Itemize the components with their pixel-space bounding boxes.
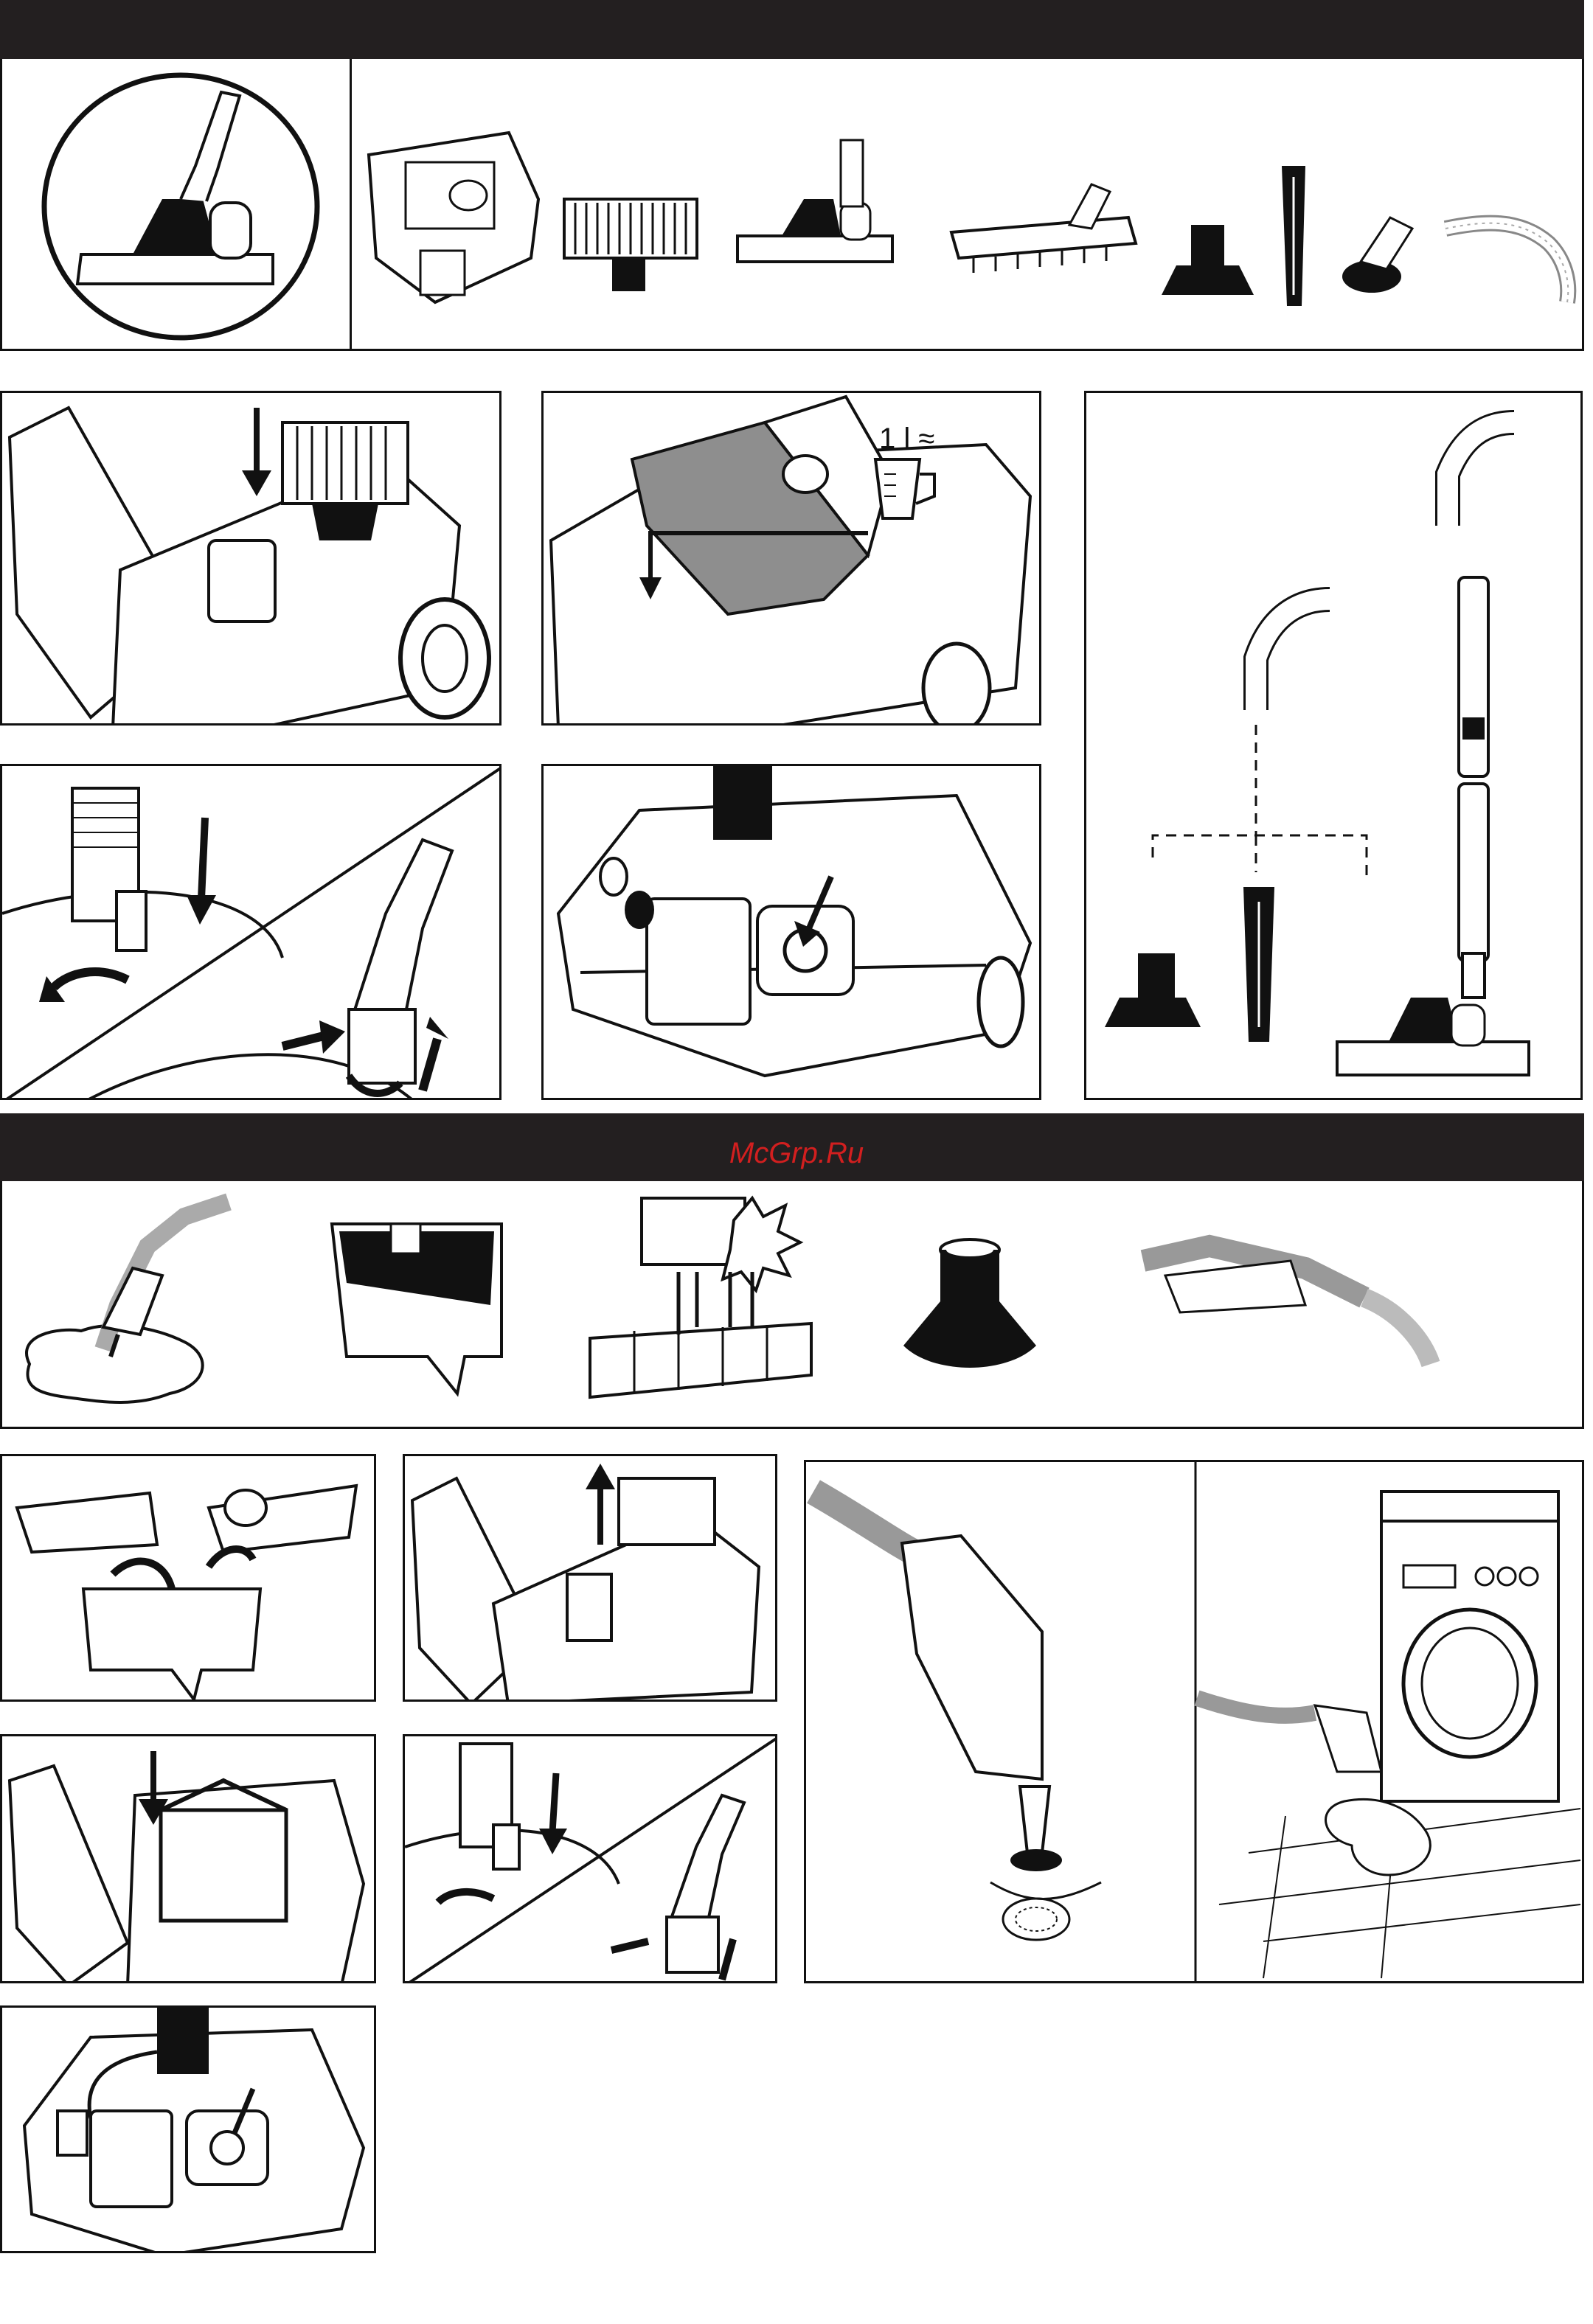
step-insert-hepa-filter xyxy=(0,391,502,726)
upholstery-nozzle-icon xyxy=(1158,221,1261,302)
section-header-bar-top xyxy=(0,0,1584,59)
water-tank-icon xyxy=(317,1194,524,1401)
suction-adapter-icon xyxy=(896,1228,1044,1375)
step-fill-water-tank: 1 l ≈ xyxy=(541,391,1041,726)
hepa-filter-icon xyxy=(560,184,708,302)
step-remove-hepa-filter xyxy=(403,1454,777,1702)
wet-hose-handle-icon xyxy=(1121,1217,1446,1379)
step-attach-wet-hose xyxy=(403,1734,777,1983)
dusting-brush-icon xyxy=(1339,206,1420,302)
nozzle-circle-illustration xyxy=(37,70,324,343)
step-press-power-button-wet xyxy=(0,2005,376,2253)
water-filter-tank-icon xyxy=(354,111,546,317)
step-attach-hose xyxy=(0,764,502,1100)
step-empty-wet-hose xyxy=(804,1460,1584,1983)
parquet-brush-icon xyxy=(944,162,1143,295)
accessories-divider xyxy=(350,59,352,351)
step-assemble-separator xyxy=(0,1454,376,1702)
step-press-power-button xyxy=(541,764,1041,1100)
hose-handle-icon xyxy=(1438,206,1578,310)
crevice-tool-icon xyxy=(1276,162,1313,310)
step-insert-water-tank xyxy=(0,1734,376,1983)
step-assemble-hose-tube-tools xyxy=(1084,391,1583,1100)
floor-nozzle-icon xyxy=(730,133,900,280)
insert-separator-icon xyxy=(575,1191,833,1423)
watermark: McGrp.Ru xyxy=(649,1137,944,1174)
no-liquid-spill-icon xyxy=(7,1187,251,1423)
water-measure-label: 1 l ≈ xyxy=(879,422,934,455)
